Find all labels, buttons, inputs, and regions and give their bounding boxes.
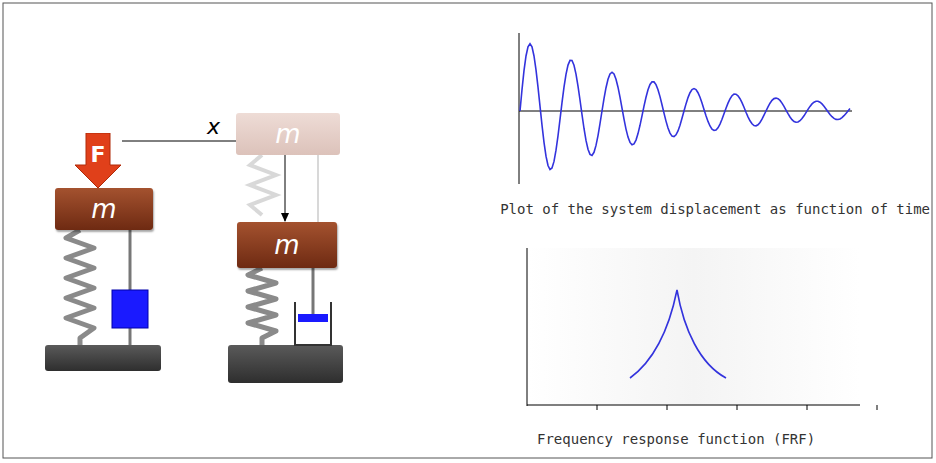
plot-caption: Plot of the system displacement as funct… [500,201,930,217]
damper-rod [312,268,315,318]
left-system [45,230,161,371]
mass-block: m [55,188,153,230]
damped-oscillation-curve [520,44,850,170]
ghost-system [250,155,318,222]
frf-curve [630,290,726,378]
node-text: m [274,230,299,260]
plot-caption: Frequency response function (FRF) [537,431,815,447]
spring [66,230,94,345]
mass-block: m [237,222,337,268]
ghost-rod [317,155,319,222]
node-text: m [275,119,300,149]
time-axis-x [519,111,852,112]
frf-axis-y [527,248,528,406]
displaced-mass-ghost: m [236,113,340,155]
node-text: F [90,142,105,167]
force-arrow: F [74,133,122,189]
node-text: m [91,194,116,224]
spring [248,268,276,345]
frf-ticks [597,405,877,410]
displacement-label: x [207,114,220,139]
time-axis-y [519,33,520,184]
frame [3,3,932,458]
frf-axis-x [527,405,860,406]
damper-cylinder [295,302,331,345]
ghost-spring [250,155,276,215]
frf-background [528,248,860,405]
base [228,345,343,383]
base [45,345,161,371]
damper-piston [298,314,328,322]
right-system [228,268,343,383]
damper-block [112,290,148,328]
